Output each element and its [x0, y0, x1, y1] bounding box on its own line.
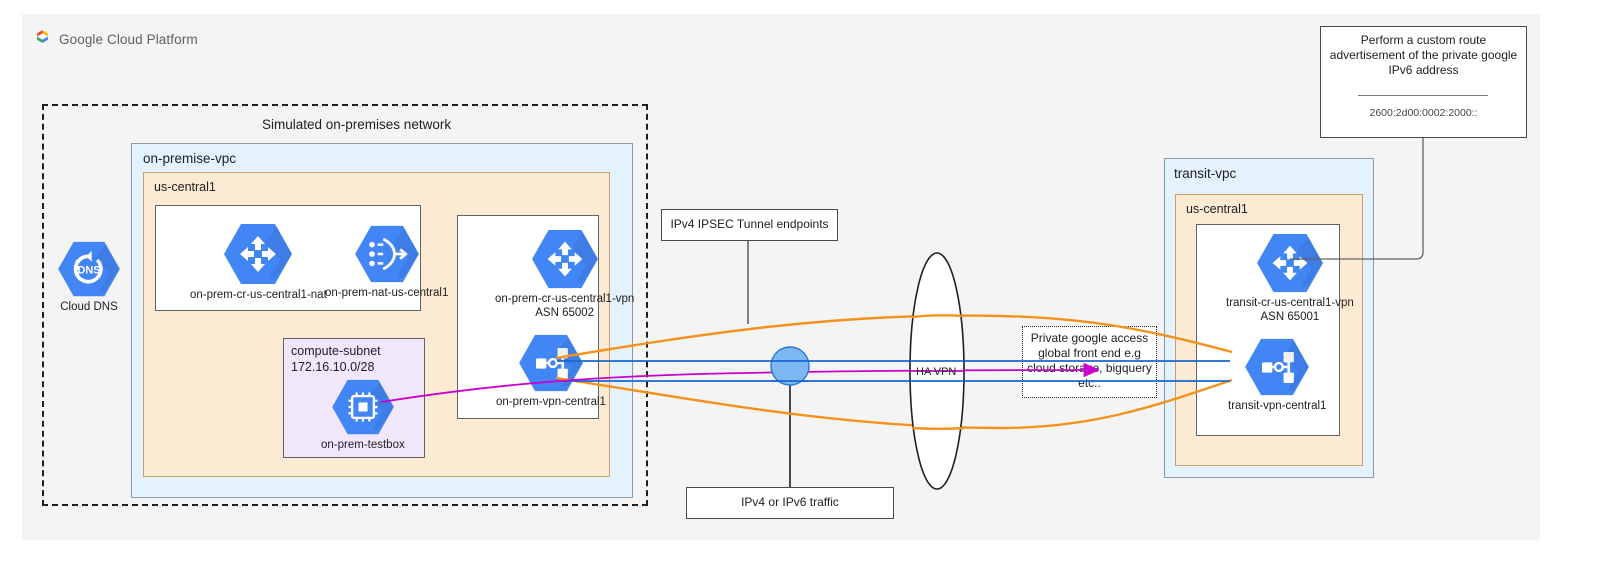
pga-line1: Private google access — [1030, 331, 1149, 345]
gcp-wordmark: Google Cloud Platform — [59, 31, 198, 47]
cloud-router-icon — [1256, 233, 1323, 293]
node-caption: Cloud DNS — [60, 301, 118, 313]
cloud-nat-icon — [354, 225, 419, 283]
node-cloud-dns[interactable]: DNS Cloud DNS — [58, 240, 120, 315]
transit-us-central1-title: us-central1 — [1186, 202, 1248, 216]
callout-ipsec-endpoints — [661, 209, 838, 241]
cloud-router-icon — [531, 229, 598, 289]
ha-vpn-label: HA VPN — [916, 366, 957, 378]
compute-engine-icon — [332, 379, 394, 435]
pga-line4: etc.. — [1078, 376, 1101, 390]
custom-route-line2: advertisement of the private google — [1329, 48, 1518, 62]
node-on-prem-nat-us-central1[interactable]: on-prem-nat-us-central1 — [325, 224, 448, 301]
node-on-prem-cr-us-central1-vpn[interactable]: on-prem-cr-us-central1-vpn ASN 65002 — [495, 228, 634, 320]
node-caption: on-prem-cr-us-central1-nat — [190, 289, 327, 301]
custom-route-line3: IPv6 address — [1388, 63, 1459, 77]
node-caption: transit-vpn-central1 — [1228, 400, 1327, 412]
node-caption: on-prem-testbox — [321, 439, 405, 451]
node-caption-line2: ASN 65002 — [535, 306, 595, 319]
gcp-header: Google Cloud Platform — [34, 28, 198, 50]
pga-line2: global front end e.g — [1038, 346, 1141, 360]
node-caption-line1: on-prem-cr-us-central1-vpn — [495, 293, 635, 305]
private-google-access-text: Private google access global front end e… — [1022, 331, 1157, 391]
node-on-prem-cr-us-central1-nat[interactable]: on-prem-cr-us-central1-nat — [190, 222, 327, 303]
custom-route-line1: Perform a custom route — [1360, 33, 1487, 47]
on-premise-vpc-title: on-premise-vpc — [143, 151, 237, 166]
callout-traffic — [686, 487, 894, 519]
transit-vpc-title: transit-vpc — [1174, 166, 1237, 181]
custom-route-ipv6-address: 2600:2d00:0002:2000:: — [1369, 107, 1478, 119]
callout-custom-route — [1320, 26, 1527, 138]
compute-subnet-cidr: 172.16.10.0/28 — [291, 360, 375, 374]
node-caption-line1: transit-cr-us-central1-vpn — [1226, 297, 1354, 309]
node-caption-line2: ASN 65001 — [1260, 310, 1320, 323]
callout-custom-route-text: Perform a custom route advertisement of … — [1322, 33, 1525, 78]
custom-route-divider — [1358, 95, 1488, 96]
callout-traffic-text: IPv4 or IPv6 traffic — [741, 495, 839, 509]
node-transit-vpn-central1[interactable]: transit-vpn-central1 — [1228, 337, 1326, 414]
google-cloud-hexagon-logo-icon — [34, 28, 51, 50]
onprem-us-central1-title: us-central1 — [154, 180, 216, 194]
cloud-router-icon — [224, 224, 293, 284]
node-caption: on-prem-nat-us-central1 — [325, 287, 449, 299]
node-on-prem-vpn-central1[interactable]: on-prem-vpn-central1 — [496, 333, 606, 410]
cloud-vpn-gateway-icon — [519, 334, 583, 392]
simulated-onprem-region — [42, 104, 648, 506]
node-on-prem-testbox[interactable]: on-prem-testbox — [321, 378, 405, 453]
svg-text:DNS: DNS — [78, 265, 101, 277]
cloud-vpn-gateway-icon — [1245, 338, 1310, 396]
cloud-dns-icon: DNS — [58, 241, 120, 297]
callout-ipsec-text: IPv4 IPSEC Tunnel endpoints — [670, 217, 829, 231]
pga-line3: cloud storage, bigquery — [1027, 361, 1152, 375]
simulated-onprem-title: Simulated on-premises network — [262, 117, 452, 132]
node-transit-cr-us-central1-vpn[interactable]: transit-cr-us-central1-vpn ASN 65001 — [1226, 232, 1354, 324]
compute-subnet-name: compute-subnet — [291, 344, 381, 358]
node-caption: on-prem-vpn-central1 — [496, 396, 606, 408]
